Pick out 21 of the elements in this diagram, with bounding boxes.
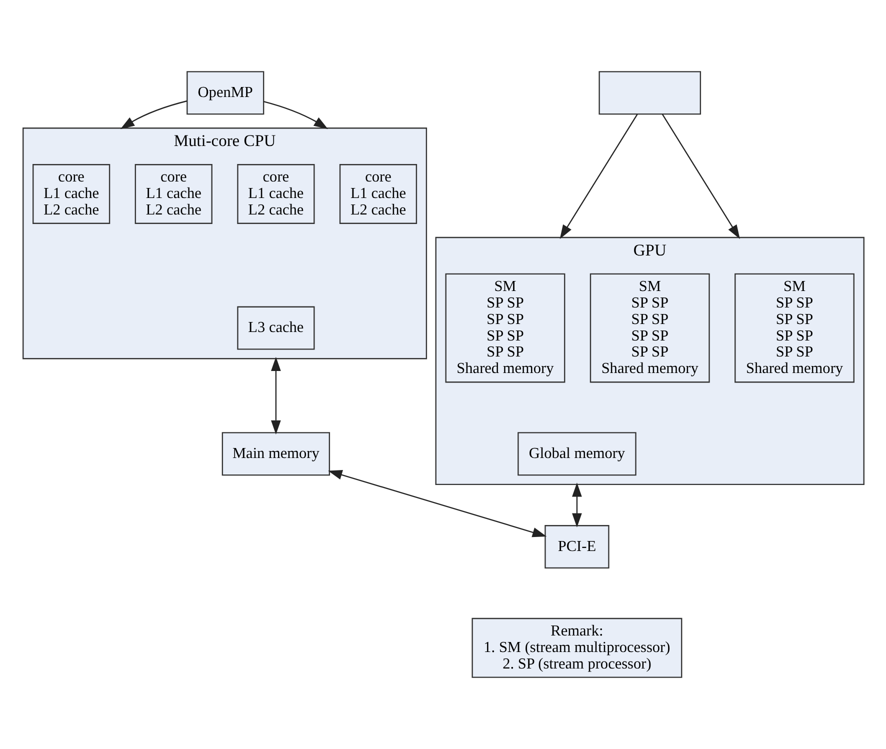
arrow — [572, 482, 582, 528]
arrow — [559, 114, 638, 240]
node-box: Global memory — [517, 432, 636, 476]
node-box: L3 cache — [236, 306, 314, 350]
node-box: core L1 cache L2 cache — [32, 164, 110, 224]
node-box: Remark: 1. SM (stream multiprocessor) 2. SP (stream processor) — [471, 618, 682, 678]
arrow — [270, 356, 280, 434]
node-box: core L1 cache L2 cache — [236, 164, 314, 224]
arrow — [661, 114, 740, 240]
node-box: PCI-E — [544, 525, 609, 569]
node-box — [598, 71, 701, 115]
node-box: SM SP SP SP SP SP SP SP SP Shared memory — [589, 273, 710, 383]
node-box: SM SP SP SP SP SP SP SP SP Shared memory — [444, 273, 565, 383]
node-box: core L1 cache L2 cache — [134, 164, 212, 224]
arrow — [328, 470, 546, 538]
node-box: Main memory — [221, 432, 330, 476]
node-box: SM SP SP SP SP SP SP SP SP Shared memory — [734, 273, 854, 383]
node-box: OpenMP — [186, 71, 264, 115]
arrow — [263, 100, 328, 130]
node-box: core L1 cache L2 cache — [338, 164, 417, 224]
arrow — [120, 100, 187, 130]
